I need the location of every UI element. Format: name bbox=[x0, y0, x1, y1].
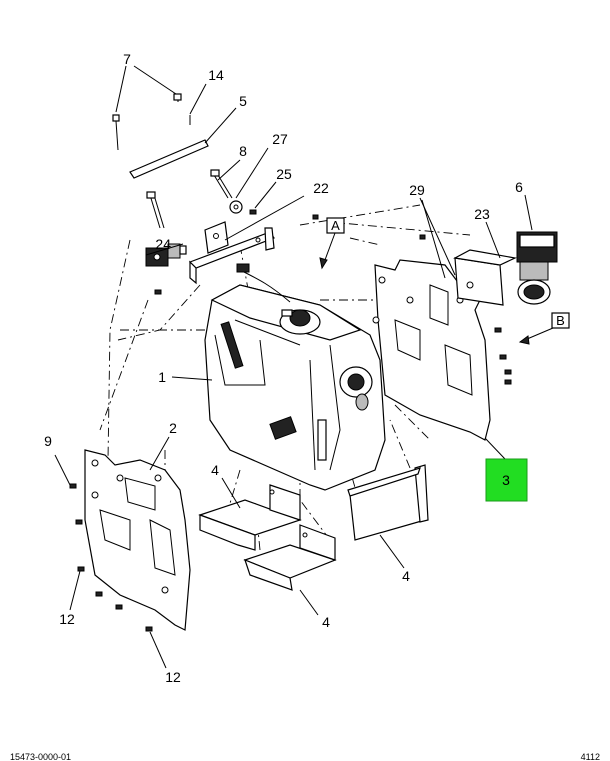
tray-bracket-upper bbox=[198, 484, 302, 551]
pump-bracket bbox=[453, 249, 517, 306]
view-label-b: B bbox=[551, 312, 570, 329]
pump-motor bbox=[516, 231, 558, 305]
callout-2[interactable]: 2 bbox=[169, 420, 177, 436]
callout-6[interactable]: 6 bbox=[515, 179, 523, 195]
callout-25[interactable]: 25 bbox=[276, 166, 292, 182]
callout-12-bottom[interactable]: 12 bbox=[165, 669, 181, 685]
callout-29[interactable]: 29 bbox=[409, 182, 425, 198]
leader-lines bbox=[54, 65, 554, 669]
footer-right-code: 4112 bbox=[581, 752, 600, 761]
callout-5[interactable]: 5 bbox=[239, 93, 247, 109]
callout-27[interactable]: 27 bbox=[272, 131, 288, 147]
callout-4-cover[interactable]: 4 bbox=[402, 568, 410, 584]
callout-9[interactable]: 9 bbox=[44, 433, 52, 449]
view-label-a-text: A bbox=[331, 218, 340, 233]
callout-14[interactable]: 14 bbox=[208, 67, 224, 83]
highlighted-part-3[interactable]: 3 bbox=[485, 458, 528, 502]
rod-assembly bbox=[112, 93, 233, 229]
cover-panel bbox=[347, 464, 429, 541]
callout-8[interactable]: 8 bbox=[239, 143, 247, 159]
mounting-bracket bbox=[188, 214, 319, 285]
callout-3[interactable]: 3 bbox=[502, 472, 510, 488]
callout-7[interactable]: 7 bbox=[123, 51, 131, 67]
view-label-b-text: B bbox=[556, 313, 565, 328]
footer-left-code: 15473-0000-01 bbox=[10, 752, 71, 761]
callout-12-left[interactable]: 12 bbox=[59, 611, 75, 627]
tray-bracket-lower bbox=[243, 524, 337, 591]
view-label-a: A bbox=[326, 217, 345, 234]
callout-23[interactable]: 23 bbox=[474, 206, 490, 222]
callout-4-upper[interactable]: 4 bbox=[211, 462, 219, 478]
callout-labels: 7 14 5 8 27 25 22 24 29 6 23 1 9 2 4 4 4… bbox=[44, 51, 523, 685]
callout-4-lower[interactable]: 4 bbox=[322, 614, 330, 630]
callout-24[interactable]: 24 bbox=[155, 236, 171, 252]
reservoir-tank bbox=[204, 263, 386, 491]
valve-24 bbox=[145, 243, 187, 295]
right-side-plate bbox=[372, 234, 512, 441]
callout-22[interactable]: 22 bbox=[313, 180, 329, 196]
callout-1[interactable]: 1 bbox=[158, 369, 166, 385]
left-side-plate bbox=[69, 449, 191, 632]
footer: 15473-0000-01 4112 bbox=[10, 752, 600, 761]
clip-part bbox=[229, 200, 257, 215]
